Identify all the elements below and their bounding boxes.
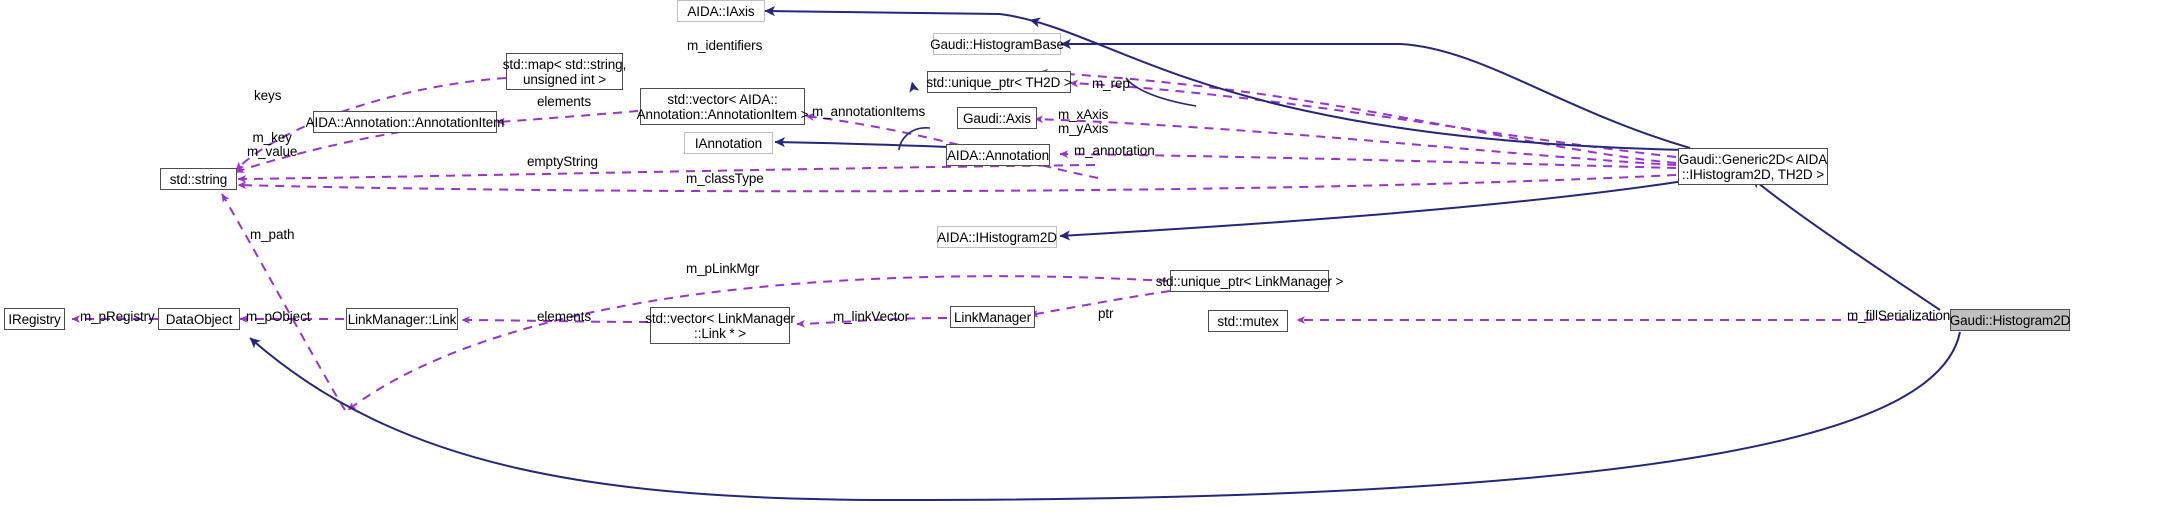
edge-label-m-pregistry: m_pRegistry bbox=[80, 309, 155, 324]
node-std-vector-annotationitem[interactable]: std::vector< AIDA:: Annotation::Annotati… bbox=[637, 88, 808, 125]
node-linkmanager-link[interactable]: LinkManager::Link bbox=[346, 308, 458, 330]
node-aida-ihistogram2d[interactable]: AIDA::IHistogram2D bbox=[937, 226, 1057, 248]
node-gaudi-axis[interactable]: Gaudi::Axis bbox=[957, 107, 1037, 129]
edge-label-m-key-m-value: m_key m_value bbox=[247, 130, 298, 159]
node-aida-annotation[interactable]: AIDA::Annotation bbox=[946, 144, 1050, 166]
edge-label-m-fillserialization: m_fillSerialization bbox=[1847, 308, 1951, 323]
edge-label-m-annotation: m_annotation bbox=[1074, 143, 1155, 158]
edge-label-m-identifiers: m_identifiers bbox=[687, 38, 763, 53]
node-gaudi-histogrambase[interactable]: Gaudi::HistogramBase bbox=[930, 33, 1064, 55]
node-dataobject[interactable]: DataObject bbox=[158, 308, 240, 330]
node-std-unique-ptr-th2d[interactable]: std::unique_ptr< TH2D > bbox=[926, 71, 1072, 93]
node-std-unique-ptr-linkmanager[interactable]: std::unique_ptr< LinkManager > bbox=[1156, 270, 1343, 292]
node-iregistry[interactable]: IRegistry bbox=[4, 308, 65, 330]
node-gaudi-generic2d[interactable]: Gaudi::Generic2D< AIDA ::IHistogram2D, T… bbox=[1678, 148, 1828, 185]
node-linkmanager[interactable]: LinkManager bbox=[950, 306, 1035, 328]
edge-label-elements-annotation: elements bbox=[537, 94, 591, 109]
edge-label-m-linkvector: m_linkVector bbox=[833, 309, 910, 324]
edge-label-m-rep: m_rep bbox=[1092, 76, 1130, 91]
edge-label-emptystring: emptyString bbox=[527, 154, 598, 169]
node-std-mutex[interactable]: std::mutex bbox=[1208, 310, 1288, 332]
edge-label-m-xaxis-m-yaxis: m_xAxis m_yAxis bbox=[1058, 107, 1109, 136]
edge-label-m-pobject: m_pObject bbox=[246, 309, 311, 324]
node-gaudi-histogram2d[interactable]: Gaudi::Histogram2D bbox=[1950, 309, 2070, 331]
node-aida-iaxis[interactable]: AIDA::IAxis bbox=[677, 0, 765, 22]
edge-label-keys: keys bbox=[254, 88, 282, 103]
node-std-string[interactable]: std::string bbox=[160, 168, 237, 190]
edge-label-m-classtype: m_classType bbox=[686, 171, 764, 186]
node-iannotation[interactable]: IAnnotation bbox=[684, 132, 773, 154]
edge-label-m-plinkmgr: m_pLinkMgr bbox=[686, 261, 760, 276]
edge-label-elements-link: elements bbox=[537, 309, 591, 324]
node-std-map[interactable]: std::map< std::string, unsigned int > bbox=[503, 53, 626, 90]
node-std-vector-linkmanager-link[interactable]: std::vector< LinkManager ::Link * > bbox=[645, 307, 795, 344]
edge-label-ptr: ptr bbox=[1098, 306, 1114, 321]
node-aida-annotation-annotationitem[interactable]: AIDA::Annotation::AnnotationItem bbox=[306, 111, 504, 133]
edge-label-m-path: m_path bbox=[250, 227, 295, 242]
edge-label-m-annotationitems: m_annotationItems bbox=[812, 104, 926, 119]
